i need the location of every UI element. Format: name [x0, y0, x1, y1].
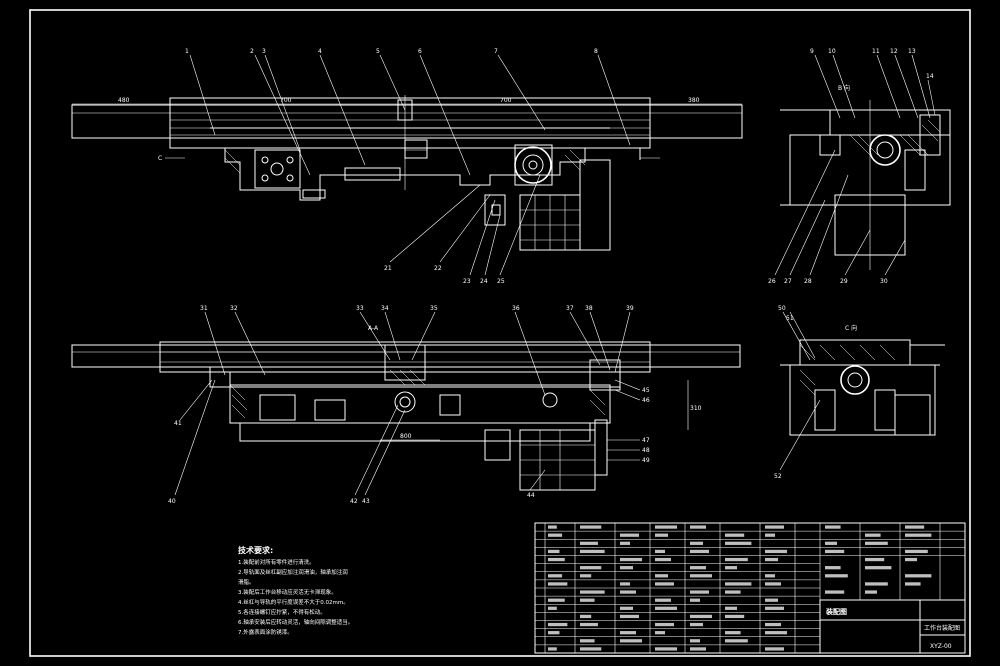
view-label-c: C 向 [845, 324, 857, 332]
requirement-line: 滑脂。 [238, 578, 255, 586]
requirement-line: 5.各连接螺钉应拧紧，不得有松动。 [238, 608, 326, 616]
svg-text:22: 22 [434, 265, 442, 272]
svg-text:800: 800 [400, 433, 412, 440]
svg-text:23: 23 [463, 278, 471, 285]
svg-text:9: 9 [810, 48, 814, 55]
svg-text:36: 36 [512, 305, 520, 312]
svg-text:34: 34 [381, 305, 389, 312]
svg-text:37: 37 [566, 305, 574, 312]
svg-text:42: 42 [350, 498, 358, 505]
drawing-name: 工作台装配图 [924, 624, 960, 632]
section-label-aa: A-A [368, 325, 379, 332]
svg-text:8: 8 [594, 48, 598, 55]
svg-text:52: 52 [774, 473, 782, 480]
svg-text:47: 47 [642, 437, 650, 444]
svg-text:2: 2 [250, 48, 254, 55]
svg-text:380: 380 [688, 97, 700, 104]
technical-requirements: 技术要求: 1.装配前对所有零件进行清洗。 2.导轨面及丝杠副应加注润滑油，轴承… [238, 545, 353, 636]
requirement-line: 1.装配前对所有零件进行清洗。 [238, 558, 315, 566]
svg-text:44: 44 [527, 492, 535, 499]
svg-text:13: 13 [908, 48, 916, 55]
svg-text:29: 29 [840, 278, 848, 285]
side-view-b: B 向 9 10 11 12 13 14 26 27 28 29 30 [768, 48, 951, 285]
section-aa: A-A [71, 305, 741, 505]
svg-text:700: 700 [500, 97, 512, 104]
svg-text:35: 35 [430, 305, 438, 312]
svg-text:31: 31 [200, 305, 208, 312]
svg-text:24: 24 [480, 278, 488, 285]
svg-text:C: C [158, 155, 162, 162]
svg-text:48: 48 [642, 447, 650, 454]
requirement-line: 3.装配后工作台移动应灵活无卡滞现象。 [238, 588, 337, 596]
svg-text:51: 51 [786, 315, 794, 322]
svg-text:14: 14 [926, 73, 934, 80]
technical-requirements-title: 技术要求: [238, 545, 273, 555]
svg-text:38: 38 [585, 305, 593, 312]
svg-text:40: 40 [168, 498, 176, 505]
svg-text:39: 39 [626, 305, 634, 312]
view-label-b: B 向 [838, 84, 850, 92]
svg-text:50: 50 [778, 305, 786, 312]
front-view-top: 480 700 700 380 [71, 48, 743, 285]
svg-text:25: 25 [497, 278, 505, 285]
svg-text:12: 12 [890, 48, 898, 55]
requirement-line: 2.导轨面及丝杠副应加注润滑油，轴承加注润 [238, 568, 348, 576]
svg-text:26: 26 [768, 278, 776, 285]
svg-text:49: 49 [642, 457, 650, 464]
requirement-line: 6.轴承安装后应转动灵活，轴向间隙调整适当。 [238, 618, 353, 626]
svg-text:28: 28 [804, 278, 812, 285]
requirement-line: 7.外露表面涂防锈漆。 [238, 628, 293, 636]
svg-text:10: 10 [828, 48, 836, 55]
svg-text:41: 41 [174, 420, 182, 427]
svg-text:1: 1 [185, 48, 189, 55]
svg-text:45: 45 [642, 387, 650, 394]
svg-text:11: 11 [872, 48, 880, 55]
svg-text:27: 27 [784, 278, 792, 285]
drawing-number: XYZ-00 [930, 643, 952, 650]
svg-text:33: 33 [356, 305, 364, 312]
parts-list [534, 522, 966, 654]
svg-text:46: 46 [642, 397, 650, 404]
svg-text:480: 480 [118, 97, 130, 104]
svg-text:5: 5 [376, 48, 380, 55]
svg-text:30: 30 [880, 278, 888, 285]
assembly-label: 装配图 [825, 607, 847, 616]
svg-text:3: 3 [262, 48, 266, 55]
requirement-line: 4.丝杠与导轨的平行度误差不大于0.02mm。 [238, 598, 349, 606]
svg-text:6: 6 [418, 48, 422, 55]
svg-text:310: 310 [690, 405, 702, 412]
title-block: 装配图 工作台装配图 XYZ-00 [819, 599, 966, 654]
svg-text:4: 4 [318, 48, 322, 55]
svg-text:32: 32 [230, 305, 238, 312]
svg-text:700: 700 [280, 97, 292, 104]
svg-text:7: 7 [494, 48, 498, 55]
drawing-border [29, 9, 971, 657]
svg-text:21: 21 [384, 265, 392, 272]
svg-text:43: 43 [362, 498, 370, 505]
